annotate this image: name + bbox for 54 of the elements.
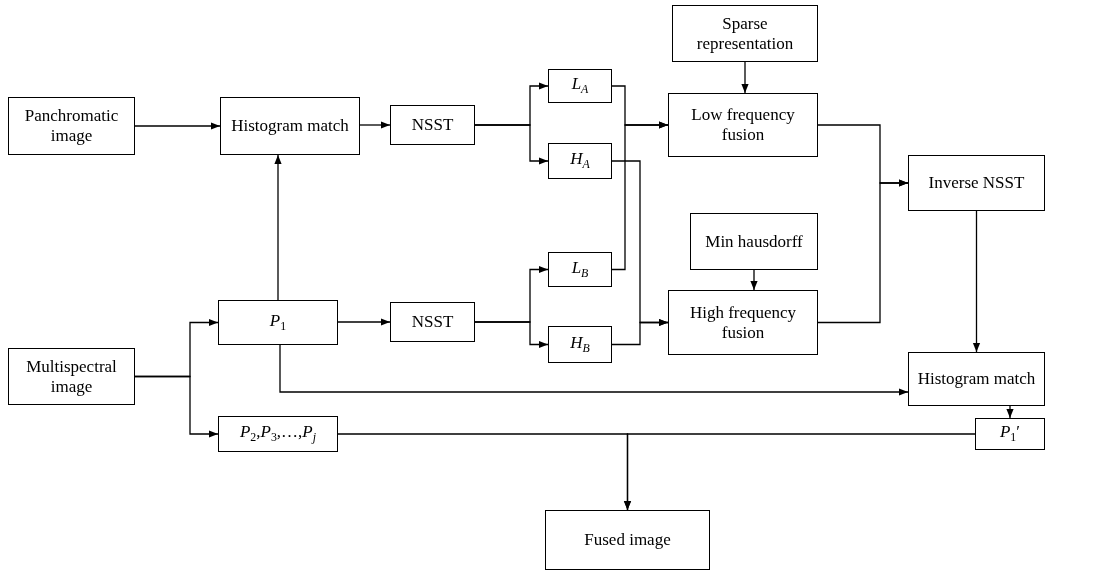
arrow <box>337 318 391 326</box>
process-box <box>218 300 338 345</box>
process-box <box>545 510 710 570</box>
box-label: Histogram match <box>917 369 1036 389</box>
arrow <box>474 124 549 165</box>
box-label: P$_{1}$′ <box>999 422 1021 446</box>
box-label: L$_{B}$ <box>571 257 589 282</box>
arrow <box>134 122 221 130</box>
arrow <box>611 121 669 271</box>
process-box <box>690 213 818 270</box>
arrow <box>134 375 219 438</box>
process-box <box>672 5 818 62</box>
process-box <box>548 143 612 179</box>
arrow <box>741 61 749 94</box>
box-label: NSST <box>411 115 454 135</box>
box-label: Histogram match <box>231 116 349 136</box>
arrow <box>623 433 976 511</box>
box-label: Low frequency fusion <box>690 105 796 145</box>
box-label: P$_{1}$ <box>269 310 287 335</box>
process-box <box>220 97 360 155</box>
box-label: Inverse NSST <box>928 173 1025 193</box>
process-box <box>390 105 475 145</box>
process-box <box>548 252 612 287</box>
process-box <box>548 326 612 363</box>
process-box <box>975 418 1045 450</box>
process-box <box>668 93 818 157</box>
process-box <box>8 97 135 155</box>
box-label: Min hausdorff <box>705 231 803 252</box>
arrow <box>750 269 758 291</box>
process-box <box>218 416 338 452</box>
arrow <box>1006 405 1014 419</box>
arrow <box>817 179 909 324</box>
arrow <box>474 321 549 349</box>
box-label: L$_{A}$ <box>571 74 589 98</box>
arrow <box>611 318 669 346</box>
process-box <box>908 155 1045 211</box>
process-box <box>908 352 1045 406</box>
box-label: H$_{A}$ <box>570 149 590 173</box>
process-box <box>668 290 818 355</box>
box-label: High frequency fusion <box>688 302 798 343</box>
box-label: Sparse representation <box>695 13 795 54</box>
box-label: Fused image <box>584 530 671 550</box>
process-box <box>390 302 475 342</box>
box-label: Multispectral image <box>25 356 118 397</box>
arrow <box>359 121 391 129</box>
box-label: H$_{B}$ <box>570 332 590 357</box>
process-box <box>548 69 612 103</box>
box-label: P$_{2}$,P$_{3}$,…,P$_{j}$ <box>239 422 317 446</box>
arrow <box>972 210 981 353</box>
box-label: Panchromatic image <box>23 106 120 146</box>
process-box <box>8 348 135 405</box>
arrow <box>274 154 282 301</box>
box-label: NSST <box>411 312 454 332</box>
arrow <box>279 344 909 396</box>
